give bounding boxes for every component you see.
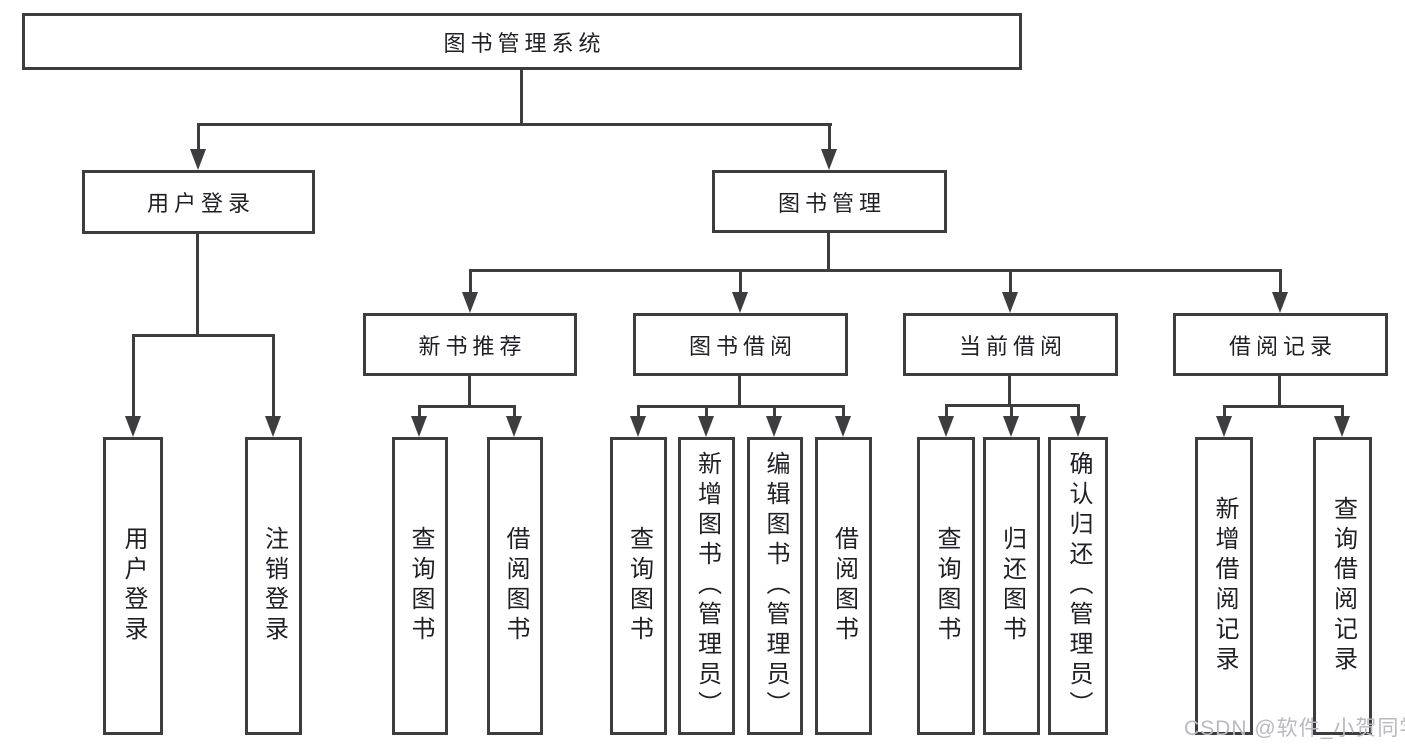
- arrow-to-leaf-query-book-3: [938, 404, 954, 437]
- arrow-to-user-login: [190, 123, 206, 170]
- arrow-down-icon: [125, 416, 141, 437]
- arrow-to-leaf-edit-book: [766, 405, 782, 437]
- arrow-down-icon: [835, 416, 851, 437]
- leaf-add-borrow-record-label: 新增借阅记录: [1211, 496, 1238, 676]
- connector-user-login-bar: [132, 334, 275, 337]
- arrow-to-leaf-query-borrow-record: [1334, 405, 1350, 437]
- leaf-query-book-2-label: 查询图书: [625, 526, 653, 646]
- leaf-confirm-return-admin: 确认归还（管理员）: [1048, 437, 1108, 735]
- connector-current-borrow-stem: [1008, 376, 1011, 406]
- leaf-logout: 注销登录: [245, 437, 302, 735]
- node-library-system: 图书管理系统: [22, 13, 1022, 70]
- leaf-return-book: 归还图书: [983, 437, 1040, 735]
- arrow-down-icon: [1272, 292, 1288, 313]
- leaf-borrow-book-2-label: 借阅图书: [830, 526, 858, 646]
- connector-new-book-rec-stem: [468, 376, 471, 407]
- arrow-to-borrow-records: [1272, 269, 1288, 313]
- leaf-query-borrow-record-label: 查询借阅记录: [1329, 496, 1357, 676]
- arrow-down-icon: [462, 292, 478, 313]
- arrow-to-book-mgmt: [821, 123, 837, 170]
- node-borrow-records: 借阅记录: [1173, 313, 1388, 376]
- leaf-return-book-label: 归还图书: [998, 526, 1026, 646]
- arrow-to-leaf-add-borrow-record: [1216, 405, 1232, 437]
- arrow-down-icon: [1070, 416, 1086, 437]
- leaf-borrow-book-2: 借阅图书: [815, 437, 872, 735]
- csdn-watermark: CSDN @软件_小贺同学: [1184, 717, 1405, 740]
- node-library-system-label: 图书管理系统: [443, 30, 606, 56]
- node-book-management: 图书管理: [712, 170, 947, 233]
- connector-user-login-stem: [196, 234, 199, 336]
- leaf-add-book-admin: 新增图书（管理员）: [678, 437, 735, 735]
- node-book-borrow: 图书借阅: [633, 313, 848, 376]
- arrow-to-leaf-return-book: [1003, 404, 1019, 437]
- arrow-to-leaf-query-book-1: [411, 405, 427, 437]
- arrow-down-icon: [1216, 416, 1232, 437]
- arrow-to-leaf-confirm-return: [1070, 404, 1086, 437]
- connector-borrow-records-stem: [1278, 376, 1281, 407]
- arrow-to-leaf-borrow-book-2: [835, 405, 851, 437]
- arrow-to-current-borrow: [1002, 269, 1018, 313]
- arrow-to-new-book-rec: [462, 269, 478, 313]
- arrow-down-icon: [630, 416, 646, 437]
- arrow-down-icon: [1003, 416, 1019, 437]
- connector-book-borrow-stem: [738, 376, 741, 407]
- leaf-query-borrow-record: 查询借阅记录: [1313, 437, 1372, 735]
- arrow-down-icon: [766, 416, 782, 437]
- node-borrow-records-label: 借阅记录: [1228, 333, 1337, 359]
- node-current-borrow-label: 当前借阅: [958, 333, 1067, 359]
- leaf-edit-book-admin-label: 编辑图书（管理员）: [762, 451, 789, 721]
- leaf-query-book-3-label: 查询图书: [933, 526, 960, 646]
- connector-root-stem: [520, 70, 523, 125]
- connector-book-mgmt-stem: [827, 233, 830, 271]
- arrow-down-icon: [732, 292, 748, 313]
- arrow-to-leaf-add-book: [698, 405, 714, 437]
- arrow-to-leaf-logout: [265, 334, 281, 437]
- node-book-borrow-label: 图书借阅: [688, 333, 797, 359]
- node-new-book-recommend-label: 新书推荐: [418, 333, 527, 359]
- node-user-login-label: 用户登录: [146, 191, 255, 216]
- arrow-down-icon: [821, 149, 837, 170]
- leaf-borrow-book-1-label: 借阅图书: [502, 526, 529, 646]
- arrow-down-icon: [938, 416, 954, 437]
- leaf-add-book-admin-label: 新增图书（管理员）: [693, 451, 721, 721]
- leaf-add-borrow-record: 新增借阅记录: [1195, 437, 1253, 735]
- node-book-management-label: 图书管理: [777, 190, 886, 216]
- leaf-query-book-2: 查询图书: [610, 437, 667, 735]
- connector-new-book-rec-bar: [418, 405, 516, 408]
- arrow-down-icon: [1334, 416, 1350, 437]
- arrow-down-icon: [1002, 292, 1018, 313]
- node-new-book-recommend: 新书推荐: [363, 313, 577, 376]
- node-current-borrow: 当前借阅: [903, 313, 1118, 376]
- arrow-down-icon: [265, 416, 281, 437]
- arrow-to-book-borrow: [732, 269, 748, 313]
- connector-book-mgmt-bar: [469, 269, 1282, 272]
- arrow-down-icon: [190, 149, 206, 170]
- arrow-down-icon: [411, 416, 427, 437]
- leaf-confirm-return-admin-label: 确认归还（管理员）: [1065, 451, 1092, 721]
- connector-book-borrow-bar: [637, 405, 844, 408]
- leaf-query-book-1-label: 查询图书: [407, 526, 434, 646]
- leaf-user-login-label: 用户登录: [120, 526, 147, 646]
- node-user-login: 用户登录: [82, 170, 315, 234]
- connector-borrow-records-bar: [1223, 405, 1343, 408]
- connector-root-bar: [197, 123, 832, 126]
- arrow-down-icon: [506, 416, 522, 437]
- leaf-query-book-1: 查询图书: [392, 437, 448, 735]
- arrow-to-leaf-borrow-book-1: [506, 405, 522, 437]
- leaf-borrow-book-1: 借阅图书: [487, 437, 543, 735]
- leaf-query-book-3: 查询图书: [917, 437, 975, 735]
- leaf-edit-book-admin: 编辑图书（管理员）: [747, 437, 803, 735]
- leaf-user-login: 用户登录: [103, 437, 163, 735]
- arrow-down-icon: [698, 416, 714, 437]
- arrow-to-leaf-user-login: [125, 334, 141, 437]
- leaf-logout-label: 注销登录: [260, 526, 288, 646]
- arrow-to-leaf-query-book-2: [630, 405, 646, 437]
